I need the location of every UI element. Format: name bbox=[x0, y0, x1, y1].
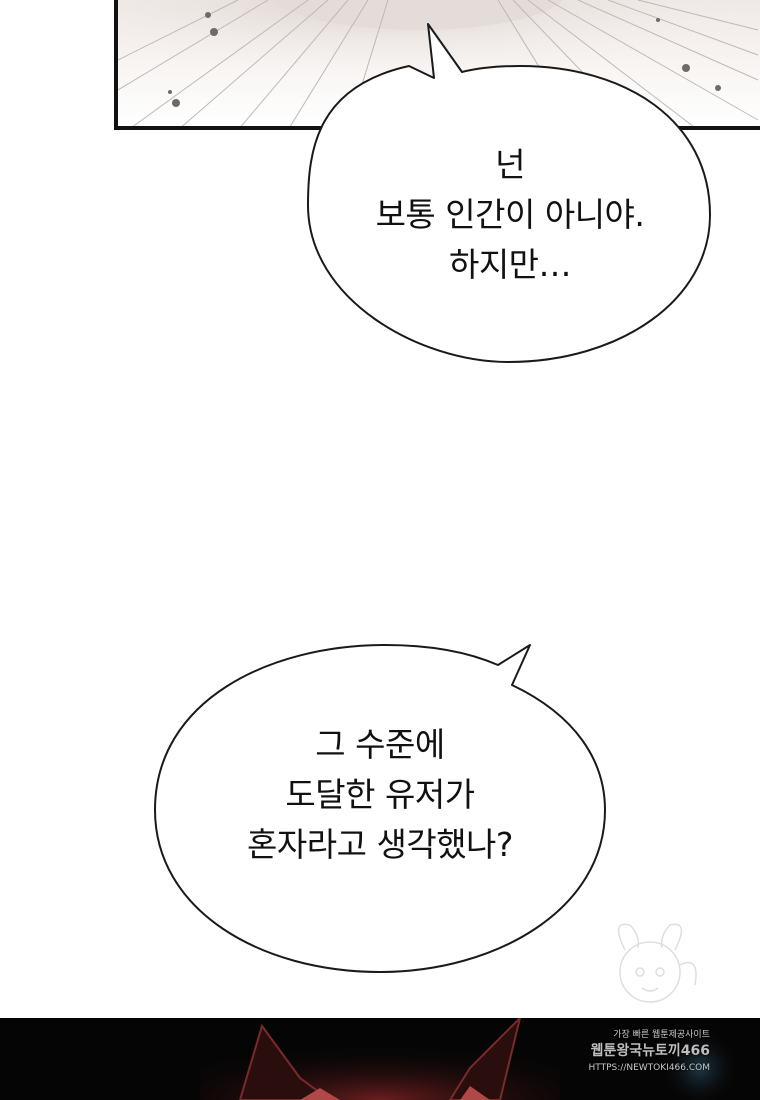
dialog-line: 보통 인간이 아니야. bbox=[375, 195, 645, 234]
dialog-line: 하지만… bbox=[448, 245, 572, 284]
site-watermark: 가장 빠른 웹툰제공사이트 웹툰왕국뉴토끼466 HTTPS://NEWTOKI… bbox=[588, 910, 740, 1090]
speech-bubble-1-text: 넌 보통 인간이 아니야. 하지만… bbox=[320, 140, 700, 290]
dialog-line: 도달한 유저가 bbox=[285, 775, 475, 814]
watermark-line-3: HTTPS://NEWTOKI466.COM bbox=[588, 1063, 710, 1073]
dialog-line: 넌 bbox=[495, 145, 525, 184]
dialog-line: 혼자라고 생각했나? bbox=[247, 825, 513, 864]
dark-character-art bbox=[200, 1018, 740, 1100]
watermark-line-2: 웹툰왕국뉴토끼466 bbox=[590, 1043, 710, 1059]
mascot-logo bbox=[617, 923, 697, 1003]
bottom-comic-panel bbox=[0, 1018, 760, 1100]
watermark-line-1: 가장 빠른 웹툰제공사이트 bbox=[613, 1030, 710, 1040]
speech-bubble-2-text: 그 수준에 도달한 유저가 혼자라고 생각했나? bbox=[190, 720, 570, 870]
dialog-line: 그 수준에 bbox=[315, 725, 445, 764]
